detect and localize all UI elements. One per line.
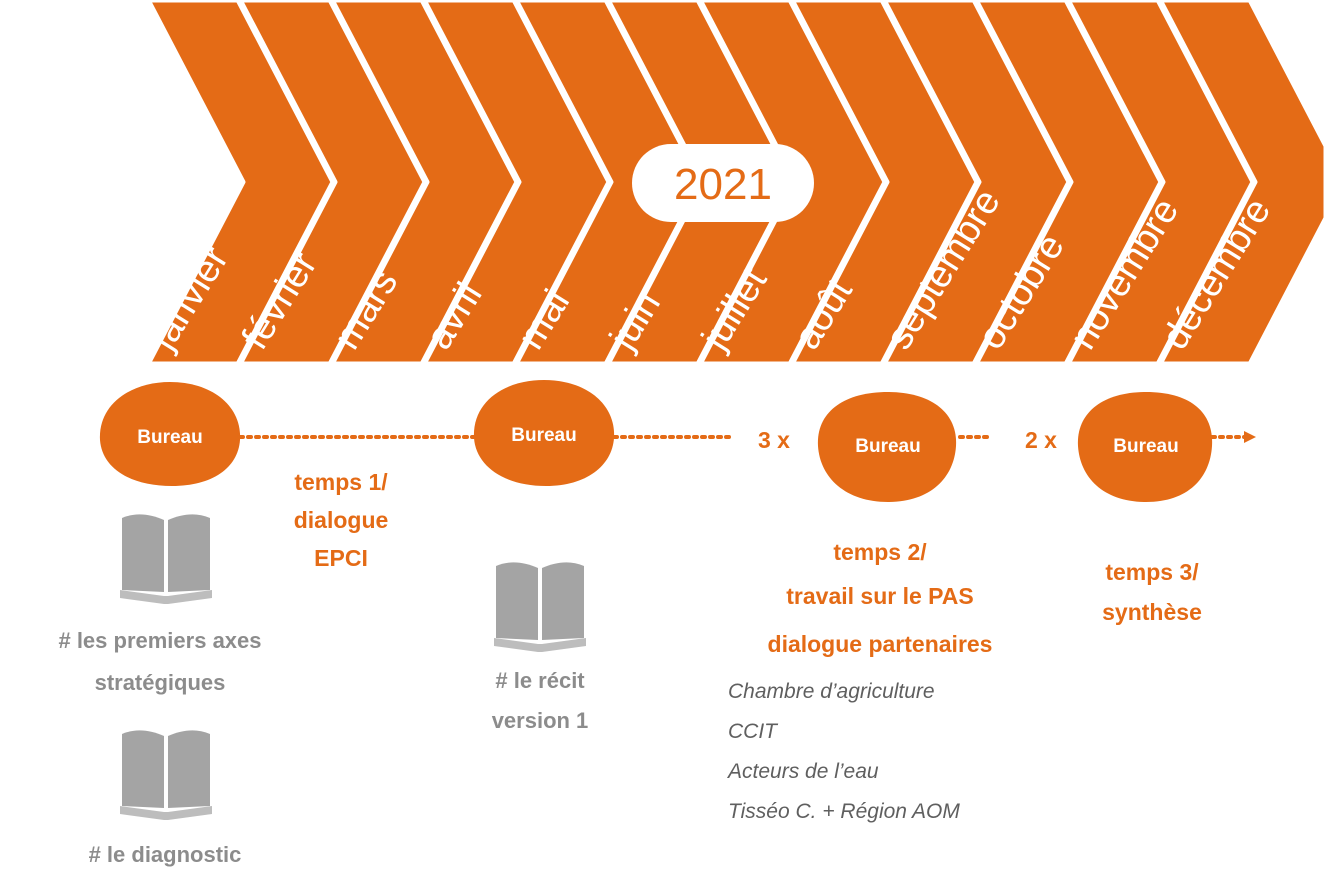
- phase-line: travail sur le PAS: [786, 583, 974, 609]
- book-icon: [494, 562, 586, 652]
- chevron-decembre: [1157, 0, 1326, 367]
- phase-line: temps 1/: [294, 469, 388, 495]
- bureau-label: Bureau: [1113, 436, 1178, 457]
- meeting-multiplier: 3 x: [758, 427, 790, 453]
- deliverable-line: # le diagnostic: [89, 842, 242, 867]
- phase-1: temps 1/ dialogue EPCI: [294, 469, 389, 571]
- deliverable-line: stratégiques: [95, 670, 226, 695]
- deliverable-line: # les premiers axes: [58, 628, 261, 653]
- year-label: 2021: [674, 160, 772, 209]
- bureau-meeting: 3 x Bureau: [758, 392, 957, 502]
- bureau-blob: [817, 392, 957, 502]
- phase-line: dialogue: [294, 507, 389, 533]
- deliverable-axes: # les premiers axes stratégiques: [58, 628, 261, 695]
- bureau-blob: [1077, 392, 1213, 502]
- bureau-label: Bureau: [137, 427, 202, 448]
- phase-line: dialogue partenaires: [768, 631, 993, 657]
- year-badge: 2021: [632, 144, 814, 222]
- bureau-label: Bureau: [511, 425, 576, 446]
- arrow-head-icon: [1244, 431, 1256, 443]
- partner-item: Acteurs de l’eau: [726, 760, 879, 783]
- bureau-label: Bureau: [855, 436, 920, 457]
- deliverable-diagnostic: # le diagnostic: [89, 842, 242, 867]
- partner-item: CCIT: [728, 720, 779, 743]
- deliverable-line: version 1: [492, 708, 589, 733]
- bureau-meeting: 2 x Bureau: [1025, 392, 1213, 502]
- deliverable-recit: # le récit version 1: [492, 668, 589, 733]
- deliverable-line: # le récit: [495, 668, 585, 693]
- phase-2: temps 2/ travail sur le PAS dialogue par…: [768, 539, 993, 657]
- bureau-blob: [99, 382, 241, 486]
- bureau-meeting: Bureau: [473, 380, 615, 486]
- partner-item: Tisséo C. + Région AOM: [728, 800, 960, 823]
- month-chevrons: [145, 0, 1326, 367]
- bureau-blob: [473, 380, 615, 486]
- partner-item: Chambre d’agriculture: [728, 680, 935, 703]
- phase-line: temps 2/: [833, 539, 927, 565]
- book-icon: [120, 730, 212, 820]
- bureau-meeting: Bureau: [99, 382, 241, 486]
- meeting-multiplier: 2 x: [1025, 427, 1057, 453]
- phase-line: temps 3/: [1105, 559, 1199, 585]
- phase-line: EPCI: [314, 545, 368, 571]
- phase-3: temps 3/ synthèse: [1102, 559, 1202, 625]
- book-icon: [120, 514, 212, 604]
- partners-list: Chambre d’agriculture CCIT Acteurs de l’…: [726, 680, 960, 823]
- phase-line: synthèse: [1102, 599, 1202, 625]
